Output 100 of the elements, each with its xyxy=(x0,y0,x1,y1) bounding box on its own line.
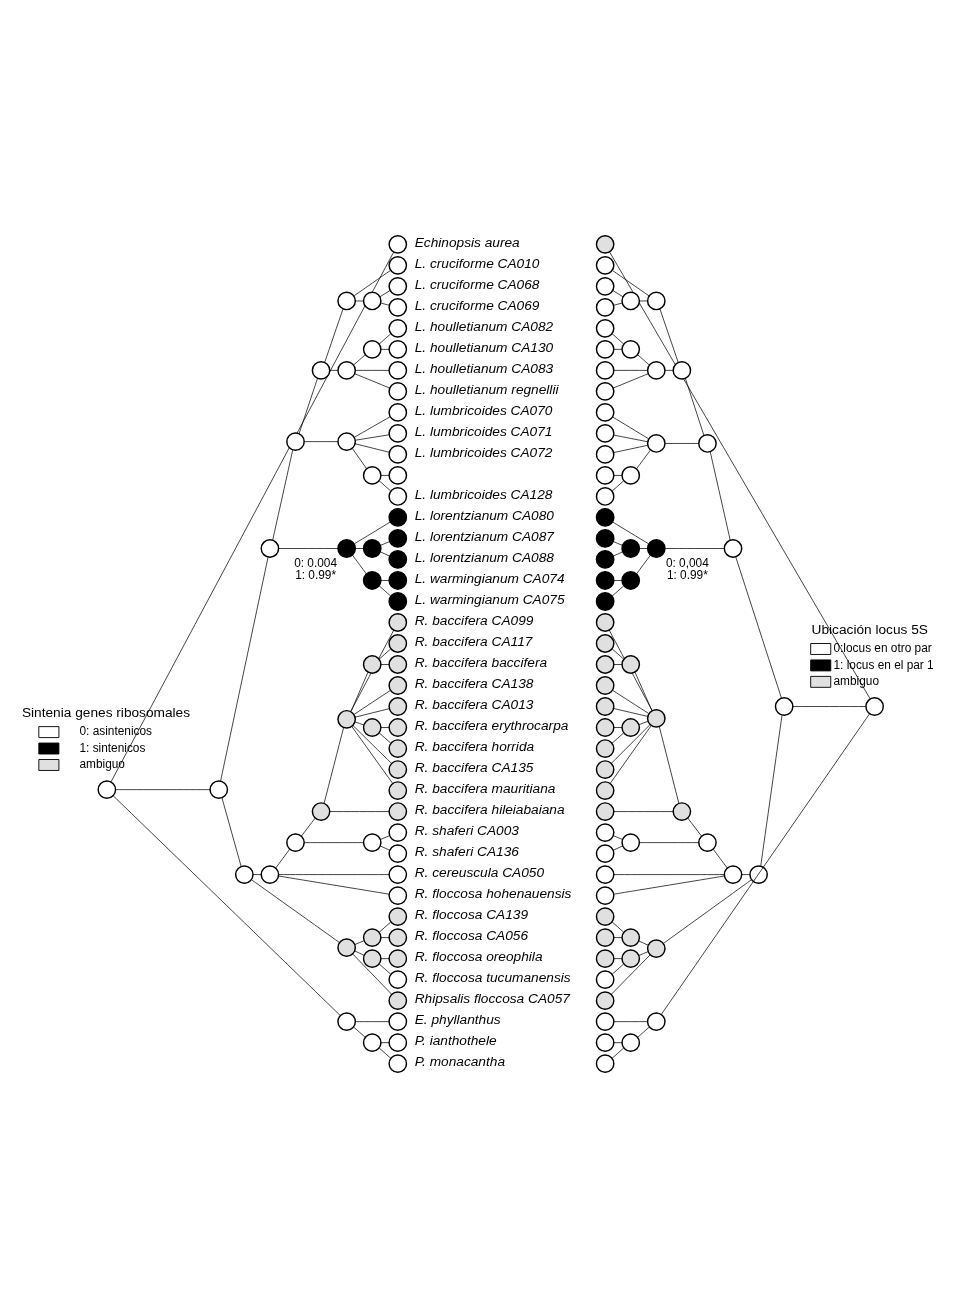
connector xyxy=(380,664,390,665)
connector xyxy=(609,725,652,784)
node-circle xyxy=(621,833,641,853)
node-circle xyxy=(595,403,615,422)
node-circle xyxy=(595,991,615,1011)
node-circle xyxy=(388,697,408,716)
node-circle xyxy=(362,339,382,359)
node-circle xyxy=(595,339,615,359)
connector xyxy=(112,795,341,1016)
node-circle xyxy=(595,823,615,842)
node-circle xyxy=(362,539,382,558)
node-circle xyxy=(595,613,615,632)
connector xyxy=(608,629,653,712)
connector xyxy=(611,585,624,597)
connector xyxy=(352,448,367,469)
connector xyxy=(685,378,705,436)
connector xyxy=(380,580,390,581)
node-circle xyxy=(646,1012,666,1032)
node-circle xyxy=(595,949,615,969)
node-circle xyxy=(337,938,357,958)
connector xyxy=(378,480,391,492)
node-circle xyxy=(865,697,884,716)
connector xyxy=(713,849,728,869)
node-circle xyxy=(388,571,408,590)
node-circle xyxy=(595,760,615,779)
node-circle xyxy=(362,466,382,485)
connector xyxy=(613,958,623,959)
node-label: R. floccosa oreophila xyxy=(414,949,543,965)
connector xyxy=(380,349,390,350)
connector xyxy=(378,1047,391,1059)
connector xyxy=(301,817,316,837)
connector xyxy=(220,556,269,782)
node-label: L. cruciforme CA069 xyxy=(414,298,540,314)
node-label: L. lorentzianum CA080 xyxy=(414,508,554,524)
connector xyxy=(378,921,391,933)
node-label: L. houlletianum CA130 xyxy=(414,340,554,356)
connector xyxy=(664,443,699,444)
connector xyxy=(613,1021,648,1022)
node-circle xyxy=(388,381,408,401)
node-circle xyxy=(621,291,641,311)
connector xyxy=(303,842,364,843)
node-circle xyxy=(388,276,408,296)
connector xyxy=(613,373,649,389)
node-label: 1: 0.99* xyxy=(666,568,708,583)
connector xyxy=(378,963,391,975)
node-label: R. baccifera mauritiana xyxy=(414,781,556,797)
node-circle xyxy=(595,886,615,905)
node-circle xyxy=(388,1033,408,1053)
connector xyxy=(352,554,367,575)
node-label: L. cruciforme CA068 xyxy=(414,277,540,293)
node-circle xyxy=(388,297,408,317)
node-circle xyxy=(388,255,408,275)
connector xyxy=(251,879,340,943)
node-circle xyxy=(595,234,615,254)
node-label: R. baccifera CA013 xyxy=(414,697,534,713)
node-label: L. houlletianum CA082 xyxy=(414,319,554,335)
connector xyxy=(324,308,344,363)
node-circle xyxy=(595,255,615,275)
node-circle xyxy=(388,781,408,800)
connector xyxy=(352,725,392,764)
node-label: R. baccifera CA138 xyxy=(414,676,534,692)
node-circle xyxy=(388,676,408,695)
node-circle xyxy=(595,466,615,485)
connector xyxy=(350,672,369,713)
connector xyxy=(613,664,623,665)
node-label: R. floccosa CA056 xyxy=(414,928,529,944)
node-circle xyxy=(595,508,615,527)
connector xyxy=(613,708,649,717)
node-label: R. baccifera CA117 xyxy=(414,634,533,650)
node-circle xyxy=(646,434,666,453)
node-circle xyxy=(621,718,641,737)
node-circle xyxy=(388,1012,408,1032)
legend-label: 0: asintenicos xyxy=(79,724,152,739)
connector xyxy=(298,378,318,434)
connector xyxy=(611,724,651,764)
node-label: R. baccifera CA099 xyxy=(414,613,534,629)
node-label: R. baccifera horrida xyxy=(414,739,535,755)
node-circle xyxy=(388,907,408,926)
connector xyxy=(355,370,390,371)
connector xyxy=(637,1026,650,1038)
connector xyxy=(110,251,394,783)
connector xyxy=(613,727,623,728)
node-circle xyxy=(595,865,615,884)
node-circle xyxy=(388,865,408,884)
node-circle xyxy=(388,487,408,506)
node-circle xyxy=(621,655,641,674)
node-label: 0: 0.004 xyxy=(294,555,338,570)
node-circle xyxy=(595,781,615,800)
node-circle xyxy=(388,318,408,338)
node-circle xyxy=(337,1012,357,1032)
node-circle xyxy=(723,539,743,558)
node-circle xyxy=(362,718,382,737)
connector xyxy=(379,290,391,298)
connector xyxy=(638,951,649,956)
node-circle xyxy=(388,445,408,464)
connector xyxy=(741,874,751,875)
node-circle xyxy=(388,592,408,611)
connector xyxy=(611,732,624,744)
node-circle xyxy=(595,697,615,716)
node-circle xyxy=(388,739,408,758)
